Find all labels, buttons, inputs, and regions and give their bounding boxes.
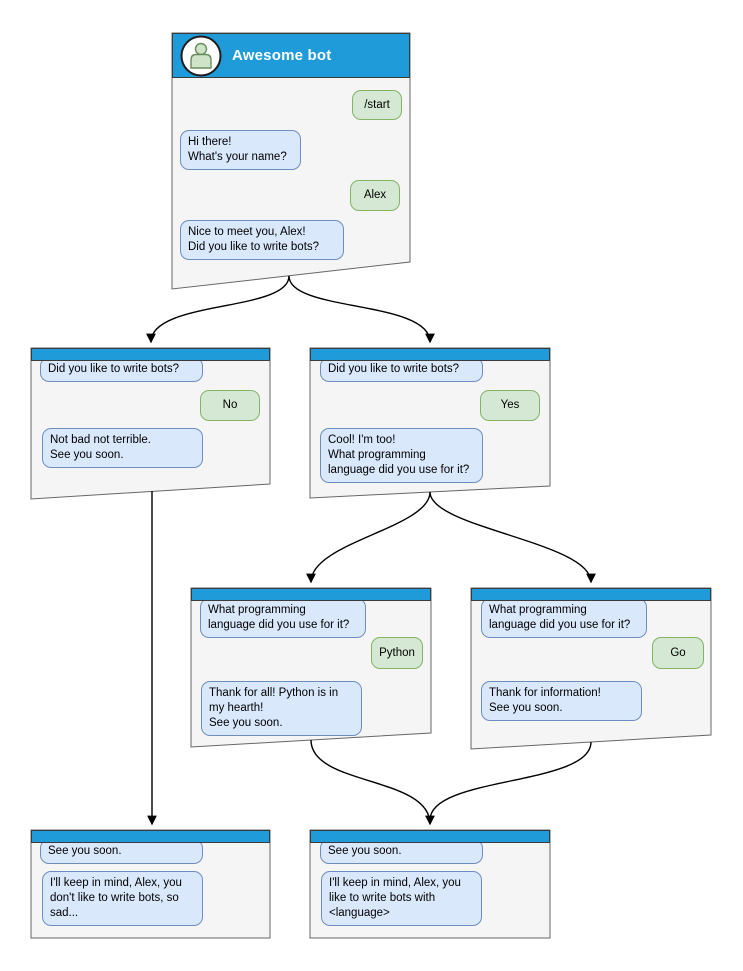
chat-box-header-end-no (31, 830, 270, 843)
connector-python-to-end (310, 739, 435, 826)
connector-main-to-no (146, 275, 290, 344)
chat-box-header-python (191, 588, 431, 601)
bot-message-bubble: Did you like to write bots? (40, 357, 203, 382)
connector-go-to-end (429, 741, 592, 821)
bot-message-bubble: What programming language did you use fo… (200, 598, 366, 638)
user-message-bubble: /start (352, 90, 402, 120)
bot-message-bubble: I'll keep in mind, Alex, you don't like … (42, 871, 203, 926)
bot-message-bubble: Cool! I'm too! What programming language… (320, 428, 483, 483)
chat-box-header-end-yes (310, 830, 550, 843)
bot-message-bubble: Thank for all! Python is in my hearth! S… (201, 681, 362, 736)
bot-message-bubble: What programming language did you use fo… (481, 598, 647, 638)
user-message-bubble: Python (371, 637, 423, 669)
bot-message-bubble: Not bad not terrible. See you soon. (42, 428, 203, 468)
chat-window-title: Awesome bot (232, 47, 332, 64)
bot-message-bubble: Hi there! What's your name? (180, 130, 301, 170)
connector-yes-to-go (429, 491, 596, 584)
bot-message-bubble: Thank for information! See you soon. (481, 681, 642, 721)
connector-yes-to-python (306, 491, 431, 584)
bot-avatar (180, 35, 222, 76)
user-message-bubble: No (200, 390, 260, 421)
chat-box-header-yes (310, 348, 550, 361)
bot-message-bubble: Did you like to write bots? (320, 357, 483, 382)
chat-box-header-no (31, 348, 270, 361)
chat-window-header: Awesome bot (172, 33, 410, 78)
person-icon (190, 42, 212, 69)
bot-message-bubble: Nice to meet you, Alex! Did you like to … (180, 220, 344, 260)
user-message-bubble: Go (652, 637, 704, 669)
user-message-bubble: Alex (350, 180, 400, 211)
bot-message-bubble: I'll keep in mind, Alex, you like to wri… (321, 871, 482, 926)
connector-main-to-yes (288, 275, 435, 344)
user-message-bubble: Yes (480, 390, 540, 421)
chat-box-header-go (471, 588, 711, 601)
